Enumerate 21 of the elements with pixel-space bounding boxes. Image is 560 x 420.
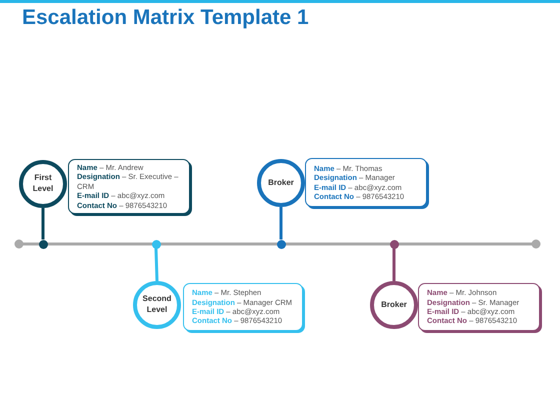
level-label: First Level — [32, 173, 54, 195]
level-circle — [370, 281, 418, 329]
contact-card — [418, 283, 540, 331]
level-label: Broker — [381, 300, 407, 310]
level-circle — [257, 159, 305, 207]
level-circle — [19, 160, 67, 208]
timeline-dot — [38, 240, 48, 248]
timeline-dot — [390, 240, 398, 248]
contact-card — [305, 158, 427, 207]
level-label: Second Level — [142, 294, 172, 316]
level-label: Broker — [268, 178, 294, 188]
contact-card — [68, 159, 190, 214]
title: Escalation Matrix Template 1 — [22, 6, 309, 30]
connector-line — [154, 248, 158, 282]
connector-line — [280, 207, 282, 240]
timeline-dot — [152, 240, 160, 248]
connector-line — [42, 208, 44, 240]
level-circle — [133, 281, 181, 329]
connector-line — [392, 248, 396, 281]
timeline-dot — [276, 240, 286, 248]
contact-card — [183, 283, 303, 331]
